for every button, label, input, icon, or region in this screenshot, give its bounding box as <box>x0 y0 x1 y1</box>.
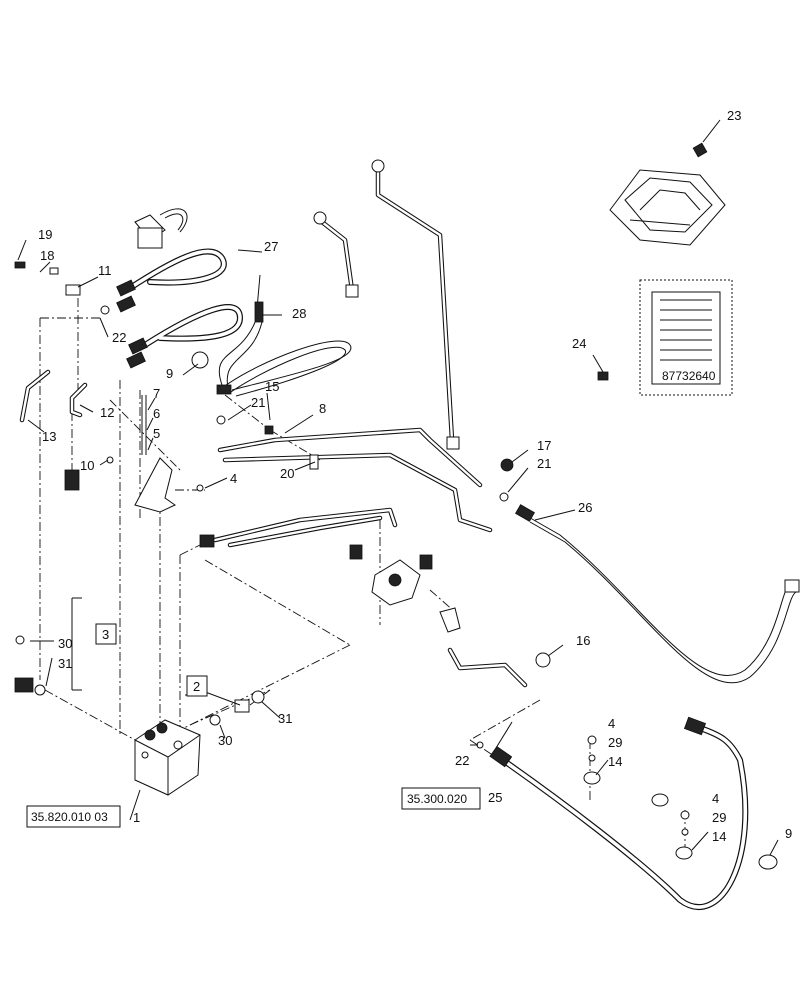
callout-29b: 29 <box>712 810 726 825</box>
decal-24: 87732640 <box>597 279 733 396</box>
callout-31b: 31 <box>278 711 292 726</box>
callout-9b: 9 <box>785 826 792 841</box>
callout-11: 11 <box>98 263 112 278</box>
callout-31a: 31 <box>58 656 72 671</box>
valve-block-1 <box>134 719 201 796</box>
callout-30b: 30 <box>218 733 232 748</box>
callout-25: 25 <box>488 790 502 805</box>
callout-1: 1 <box>133 810 140 825</box>
callout-22a: 22 <box>112 330 126 345</box>
callout-7: 7 <box>153 386 160 401</box>
callout-2: 2 <box>193 679 200 694</box>
callout-21b: 21 <box>537 456 551 471</box>
callout-13: 13 <box>42 429 56 444</box>
callout-15: 15 <box>265 379 279 394</box>
decal-23 <box>609 169 726 246</box>
callout-23: 23 <box>727 108 741 123</box>
callout-21a: 21 <box>251 395 265 410</box>
callout-26: 26 <box>578 500 592 515</box>
hose-assembly-27 <box>116 208 244 369</box>
callout-9a: 9 <box>166 366 173 381</box>
hose-reference: 35.300.020 <box>407 792 467 806</box>
callout-14b: 14 <box>712 829 726 844</box>
hose-assembly-28 <box>216 274 352 397</box>
bracket-5 <box>134 395 176 513</box>
callout-3: 3 <box>102 627 109 642</box>
callout-4b: 4 <box>608 716 615 731</box>
callout-20: 20 <box>280 466 294 481</box>
callout-10: 10 <box>80 458 94 473</box>
callout-27: 27 <box>264 239 278 254</box>
callout-6: 6 <box>153 406 160 421</box>
callout-5: 5 <box>153 426 160 441</box>
callout-19: 19 <box>38 227 52 242</box>
callout-29a: 29 <box>608 735 622 750</box>
decal-part-number: 87732640 <box>662 369 716 383</box>
control-valve <box>349 544 461 633</box>
callout-22b: 22 <box>455 753 469 768</box>
callout-16: 16 <box>576 633 590 648</box>
callout-4a: 4 <box>230 471 237 486</box>
fittings <box>14 142 778 870</box>
hose-25 <box>489 716 749 910</box>
callout-17: 17 <box>537 438 551 453</box>
callout-30a: 30 <box>58 636 72 651</box>
callout-24: 24 <box>572 336 586 351</box>
callout-12: 12 <box>100 405 114 420</box>
callout-8: 8 <box>319 401 326 416</box>
callout-4c: 4 <box>712 791 719 806</box>
callout-28: 28 <box>292 306 306 321</box>
boxed-callouts: 3 2 35.820.010 03 35.300.020 <box>26 623 481 828</box>
callout-numbers: 19 18 11 22 27 28 9 7 6 5 21 15 8 20 4 1… <box>38 108 792 844</box>
leader-lines <box>17 119 779 856</box>
callout-14a: 14 <box>608 754 622 769</box>
hose-26 <box>515 504 800 684</box>
valve-reference: 35.820.010 03 <box>31 810 108 824</box>
hydraulic-lines <box>19 159 528 688</box>
callout-18: 18 <box>40 248 54 263</box>
